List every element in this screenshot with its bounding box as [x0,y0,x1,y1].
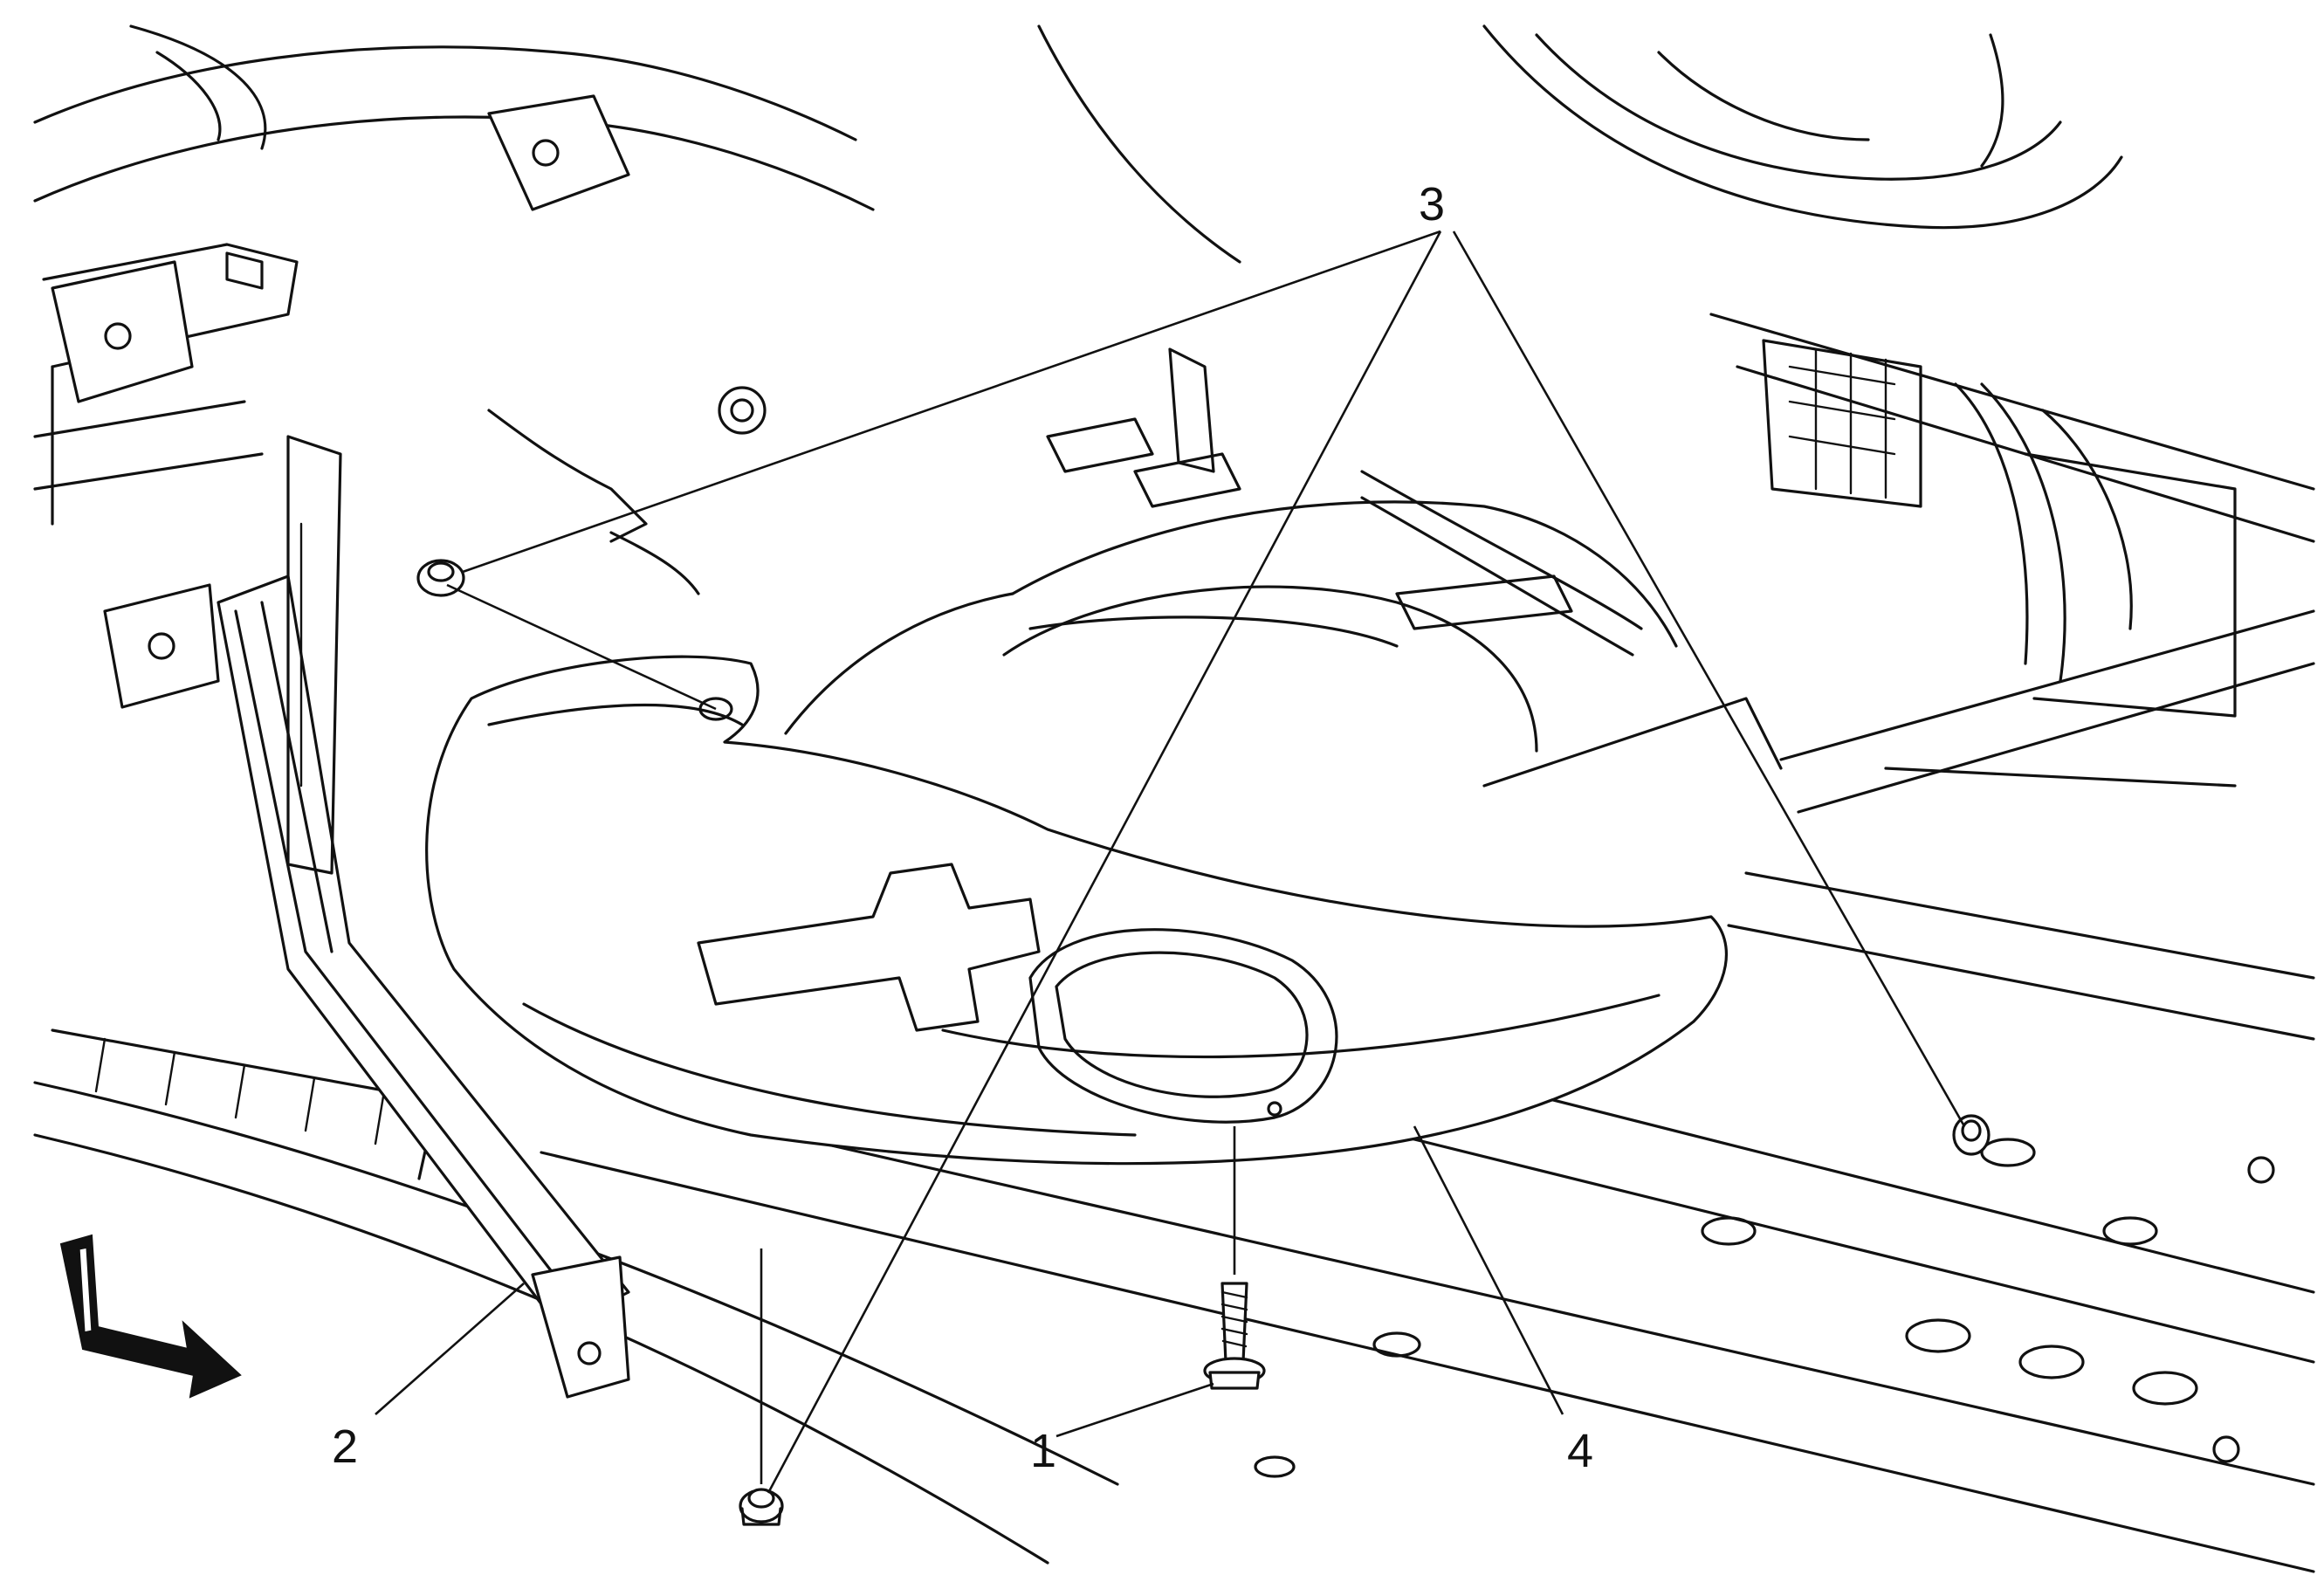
callout-3: 3 [1419,178,1445,230]
bolt [1203,1282,1266,1390]
vehicle-underbody-structure [33,24,2315,1573]
nut-right [1952,1114,1991,1156]
brace-bracket [217,435,630,1399]
callout-labels: 3 2 1 4 [332,178,1593,1477]
front-direction-arrow-icon [59,1234,242,1399]
rear-floor-pan [487,347,1783,788]
underbody-shield [425,655,1729,1166]
leader-lines [375,230,1966,1494]
callout-1: 1 [1030,1425,1056,1477]
callout-4: 4 [1567,1425,1593,1477]
nut-lower [739,1488,784,1526]
callout-2: 2 [332,1420,358,1473]
